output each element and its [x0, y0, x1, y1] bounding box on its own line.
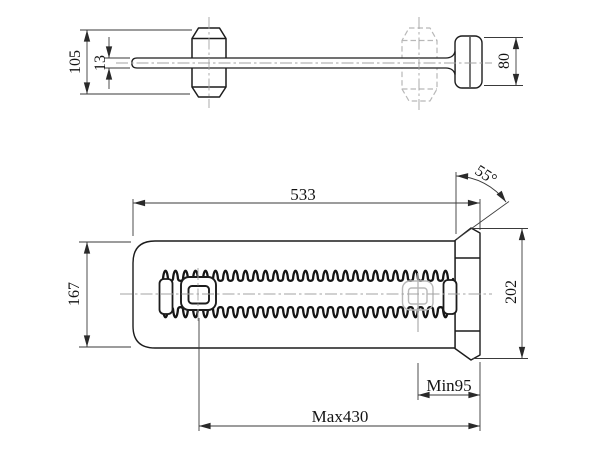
side-view-centerlines [116, 17, 492, 110]
plan-view: 167 533 55° 202 Min95 Max430 [66, 162, 528, 431]
dim-105 [80, 29, 192, 95]
dim-202 [473, 228, 528, 359]
rack-right-tab [442, 279, 458, 315]
dim-533 [132, 199, 481, 236]
dim-min95 [417, 362, 481, 431]
head-side [454, 35, 483, 89]
body-outline [132, 240, 456, 349]
dim-label-167: 167 [66, 282, 83, 306]
dim-label-105: 105 [67, 50, 84, 74]
plan-view-centerlines [120, 268, 492, 322]
dim-label-13: 13 [92, 55, 109, 71]
dim-label-202: 202 [503, 280, 520, 304]
dim-55deg [455, 172, 510, 240]
dim-label-max430: Max430 [312, 407, 369, 426]
side-view: 105 13 80 [67, 17, 523, 110]
phantom-clamp-plan [401, 273, 434, 332]
dim-167 [79, 241, 131, 348]
dim-label-533: 533 [290, 185, 316, 204]
phantom-clamp-block [401, 27, 438, 102]
dim-max430 [198, 318, 481, 431]
dim-label-55deg: 55° [472, 162, 500, 188]
dim-label-min95: Min95 [426, 376, 471, 395]
dim-label-80: 80 [496, 53, 513, 69]
dim-13 [104, 37, 130, 89]
rack-left-tab [158, 278, 174, 315]
dim-80 [484, 37, 523, 86]
clamp-plan [180, 276, 217, 311]
